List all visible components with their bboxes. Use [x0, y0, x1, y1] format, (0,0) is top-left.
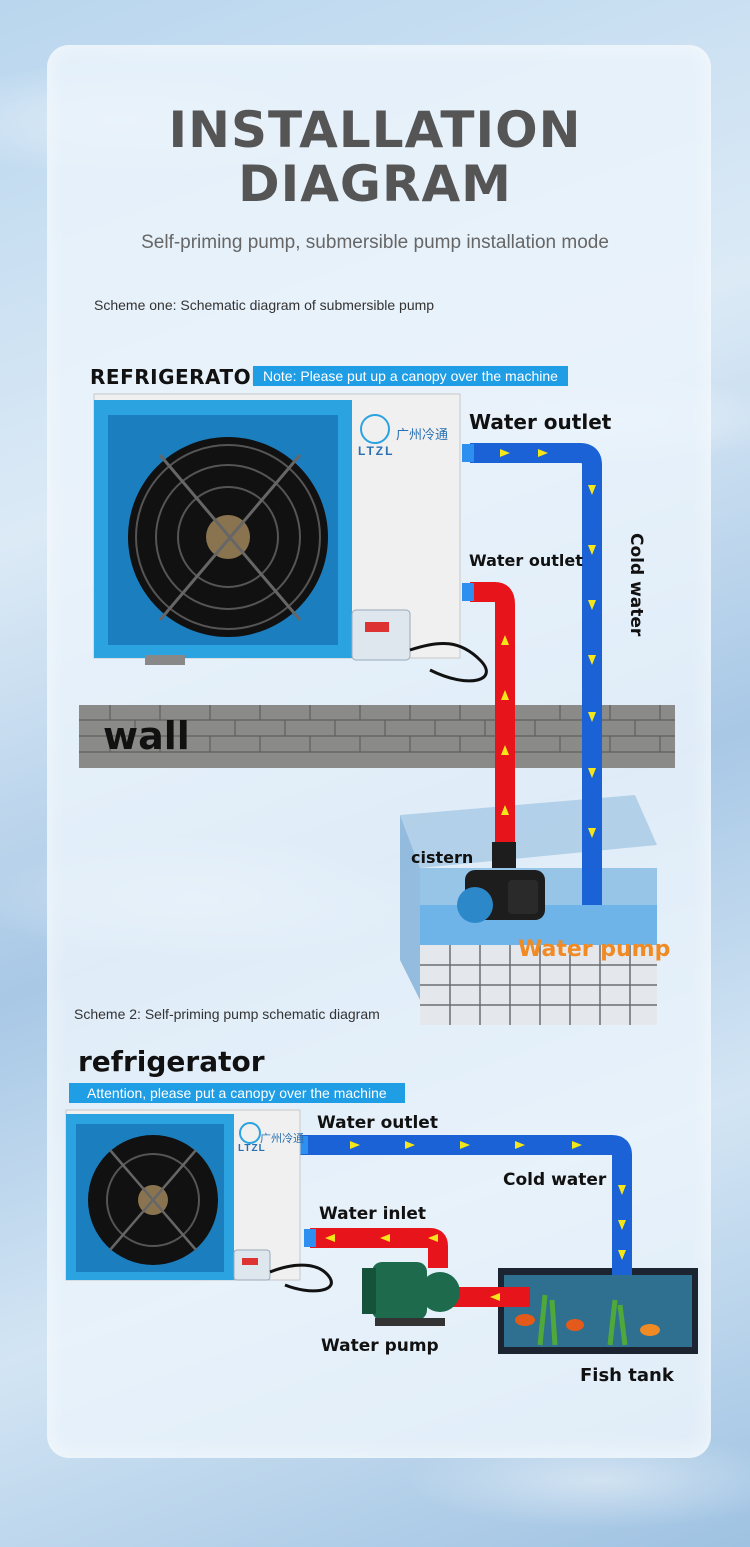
brand-1: LTZL [358, 444, 395, 458]
power-cable-2 [269, 1263, 333, 1293]
power-cable-1 [409, 641, 488, 683]
scheme2-outlet-label: Water outlet [317, 1113, 438, 1133]
scheme2-inlet-label: Water inlet [319, 1204, 426, 1224]
scheme2-pump-label: Water pump [321, 1336, 439, 1356]
scheme1-outlet-top-label: Water outlet [469, 410, 612, 434]
scheme2-note: Attention, please put a canopy over the … [69, 1083, 405, 1103]
scheme1-note: Note: Please put up a canopy over the ma… [253, 366, 568, 386]
fish-tank [498, 1268, 698, 1354]
brick-wall [79, 705, 675, 768]
hot-water-pipe [462, 582, 515, 850]
fish-tank-label: Fish tank [580, 1365, 674, 1386]
flow-arrows-scheme1 [500, 449, 596, 838]
cold-water-pipe [462, 443, 602, 905]
page-title: INSTALLATION DIAGRAM [168, 101, 582, 213]
scheme2-unit-label: refrigerator [78, 1045, 265, 1078]
flow-arrows-scheme2 [325, 1141, 626, 1301]
ltzl-logo-icon-2 [239, 1122, 261, 1144]
wall-label: wall [103, 714, 190, 758]
scheme1-pump-label: Water pump [518, 937, 671, 962]
self-priming-pump [362, 1262, 460, 1326]
scheme1-unit-label: REFRIGERATOR [90, 365, 268, 389]
brand-2: LTZL [238, 1143, 266, 1154]
brand-cn-2: 广州冷通 [260, 1133, 304, 1145]
scheme2-caption: Scheme 2: Self-priming pump schematic di… [74, 1006, 380, 1022]
scheme2-cold-water-label: Cold water [503, 1170, 607, 1190]
refrigerator-unit-2 [65, 1109, 301, 1281]
page-subtitle: Self-priming pump, submersible pump inst… [141, 232, 609, 253]
submersible-pump [457, 842, 545, 923]
cistern-label: cistern [411, 848, 474, 867]
ltzl-logo-icon [360, 414, 390, 444]
scheme1-caption: Scheme one: Schematic diagram of submers… [94, 297, 435, 313]
refrigerator-unit-1 [93, 393, 461, 665]
brand-cn-1: 广州冷通 [396, 427, 449, 442]
scheme1-outlet-mid-label: Water outlet [469, 551, 583, 570]
